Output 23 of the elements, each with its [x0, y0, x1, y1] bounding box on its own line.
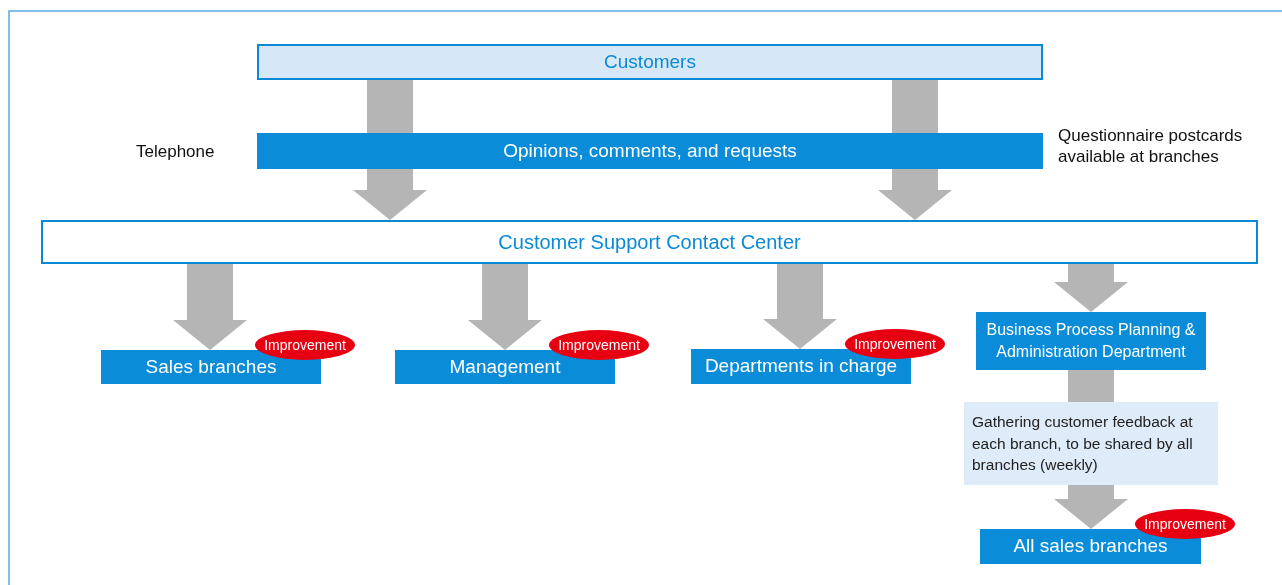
process-note: [964, 402, 1218, 485]
unit-box: [257, 133, 1043, 169]
channel-label: Questionnaire postcards available at branches: [1058, 125, 1244, 168]
node-text: Customers: [604, 49, 696, 74]
block-arrow: [1054, 264, 1128, 312]
block-arrow: [353, 169, 427, 220]
block-arrow: [173, 264, 247, 350]
block-arrow: [878, 169, 952, 220]
source-bar: [257, 44, 1043, 80]
block-arrow: [763, 264, 837, 349]
node-text: Opinions, comments, and requests: [503, 138, 797, 163]
department-box: [976, 312, 1206, 370]
center-bar: [41, 220, 1258, 264]
improvement-badge: Improvement: [845, 329, 945, 359]
block-arrow: [468, 264, 542, 350]
node-text: Customer Support Contact Center: [498, 230, 801, 255]
improvement-badge: Improvement: [549, 330, 649, 360]
block-arrow: [1054, 485, 1128, 529]
improvement-badge: Improvement: [255, 330, 355, 360]
node-text: Business Process Planning & Administration Department: [985, 319, 1197, 362]
channel-label: Telephone: [136, 141, 216, 163]
improvement-badge: Improvement: [1135, 509, 1235, 539]
node-text: Gathering customer feedback at each branch, to be shared by all branches (weekly): [972, 411, 1194, 476]
